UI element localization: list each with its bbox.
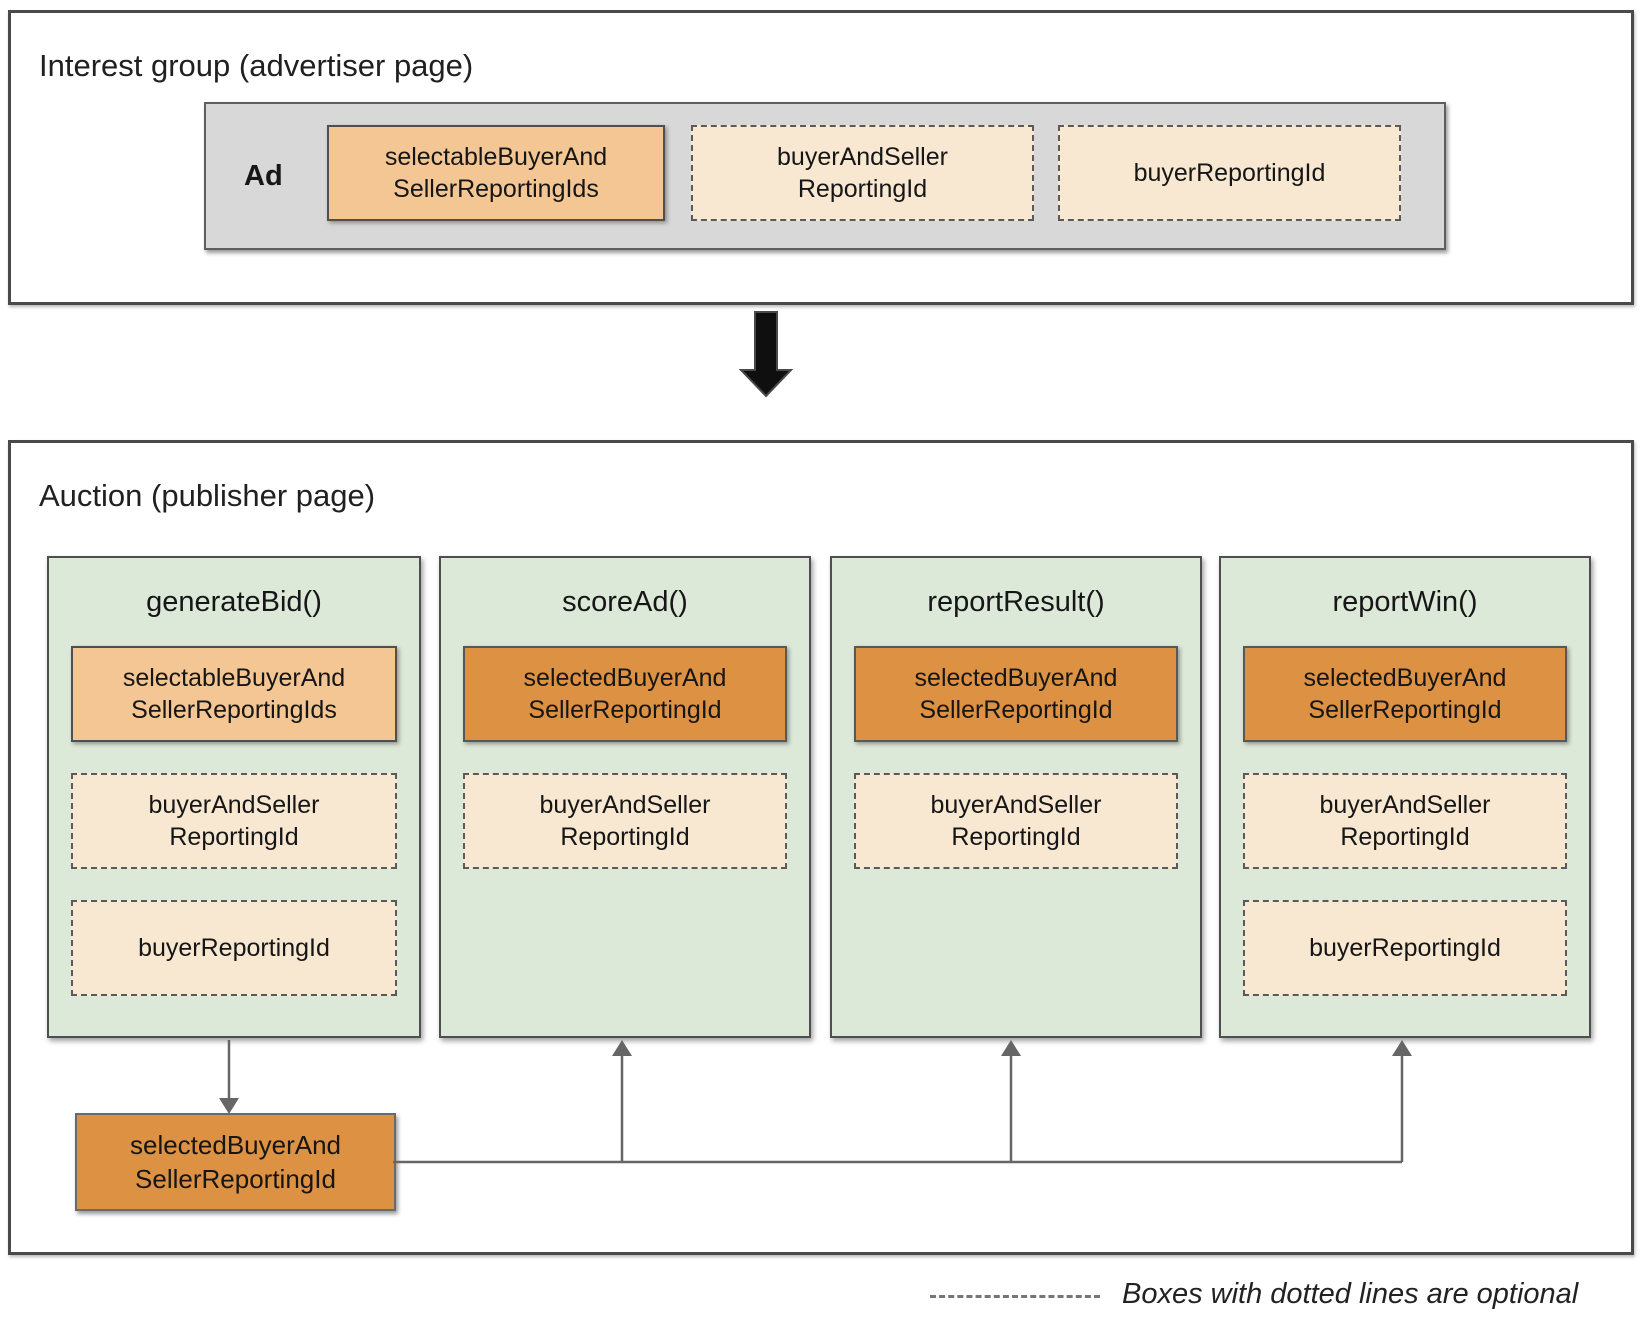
id-box-line: selectedBuyerAnd [1303,664,1507,692]
id-box-line: ReportingId [560,823,690,851]
legend: Boxes with dotted lines are optional [0,1272,1646,1324]
id-box-line: ReportingId [951,823,1081,851]
auction-title: Auction (publisher page) [39,478,376,513]
selected-buyer-and-seller-reporting-id-output-box: selectedBuyerAnd SellerReportingId [75,1113,396,1211]
function-header: scoreAd() [562,586,688,618]
ad-label: Ad [244,159,283,192]
buyer-and-seller-reporting-id-box: buyerAndSeller ReportingId [463,773,787,869]
function-header: reportWin() [1332,586,1478,618]
id-box-line: selectedBuyerAnd [129,1130,342,1160]
interest-group-container: Interest group (advertiser page) Ad sele… [8,10,1634,305]
id-box-line: selectableBuyerAnd [384,143,608,171]
selected-buyer-and-seller-reporting-id-box: selectedBuyerAnd SellerReportingId [1243,646,1567,742]
auction-container: Auction (publisher page) generateBid() s… [8,440,1634,1255]
legend-text: Boxes with dotted lines are optional [1122,1278,1579,1310]
selectable-buyer-and-seller-reporting-ids-box: selectableBuyerAnd SellerReportingIds [71,646,397,742]
selectable-buyer-and-seller-reporting-ids-box: selectableBuyerAnd SellerReportingIds [327,125,665,221]
id-box-line: SellerReportingId [919,696,1113,724]
buyer-reporting-id-box: buyerReportingId [71,900,397,996]
flow-down-arrow [738,311,794,398]
function-header: generateBid() [146,586,322,618]
id-box-line: ReportingId [797,175,928,203]
buyer-and-seller-reporting-id-box: buyerAndSeller ReportingId [71,773,397,869]
id-box-line: SellerReportingIds [131,696,337,724]
id-box-line: SellerReportingId [1308,696,1502,724]
ad-strip: Ad selectableBuyerAnd SellerReportingIds… [204,102,1446,250]
interest-group-title: Interest group (advertiser page) [39,48,474,83]
buyer-and-seller-reporting-id-box: buyerAndSeller ReportingId [1243,773,1567,869]
id-box-line: ReportingId [169,823,299,851]
id-box-line: buyerReportingId [1133,159,1326,187]
report-win-column: reportWin() selectedBuyerAnd SellerRepor… [1219,556,1591,1038]
id-box-line: SellerReportingIds [393,175,599,203]
id-box-line: buyerAndSeller [148,791,320,819]
buyer-and-seller-reporting-id-box: buyerAndSeller ReportingId [854,773,1178,869]
id-box-line: selectedBuyerAnd [523,664,727,692]
id-box-line: SellerReportingId [135,1164,336,1194]
selected-buyer-and-seller-reporting-id-box: selectedBuyerAnd SellerReportingId [463,646,787,742]
function-header: reportResult() [927,586,1105,618]
id-box-line: selectedBuyerAnd [914,664,1118,692]
id-box-line: buyerAndSeller [930,791,1102,819]
report-result-column: reportResult() selectedBuyerAnd SellerRe… [830,556,1202,1038]
id-box-line: ReportingId [1340,823,1470,851]
buyer-reporting-id-box: buyerReportingId [1243,900,1567,996]
id-box-line: buyerAndSeller [539,791,711,819]
id-box-line: buyerAndSeller [777,143,948,171]
id-box-line: buyerReportingId [138,934,330,962]
id-box-line: buyerAndSeller [1319,791,1491,819]
selected-buyer-and-seller-reporting-id-box: selectedBuyerAnd SellerReportingId [854,646,1178,742]
id-box-line: buyerReportingId [1309,934,1501,962]
id-box-line: selectableBuyerAnd [122,664,346,692]
generate-bid-column: generateBid() selectableBuyerAnd SellerR… [47,556,421,1038]
buyer-and-seller-reporting-id-box: buyerAndSeller ReportingId [691,125,1034,221]
dashed-line-sample-icon [930,1295,1100,1298]
buyer-reporting-id-box: buyerReportingId [1058,125,1401,221]
id-box-line: SellerReportingId [528,696,722,724]
score-ad-column: scoreAd() selectedBuyerAnd SellerReporti… [439,556,811,1038]
